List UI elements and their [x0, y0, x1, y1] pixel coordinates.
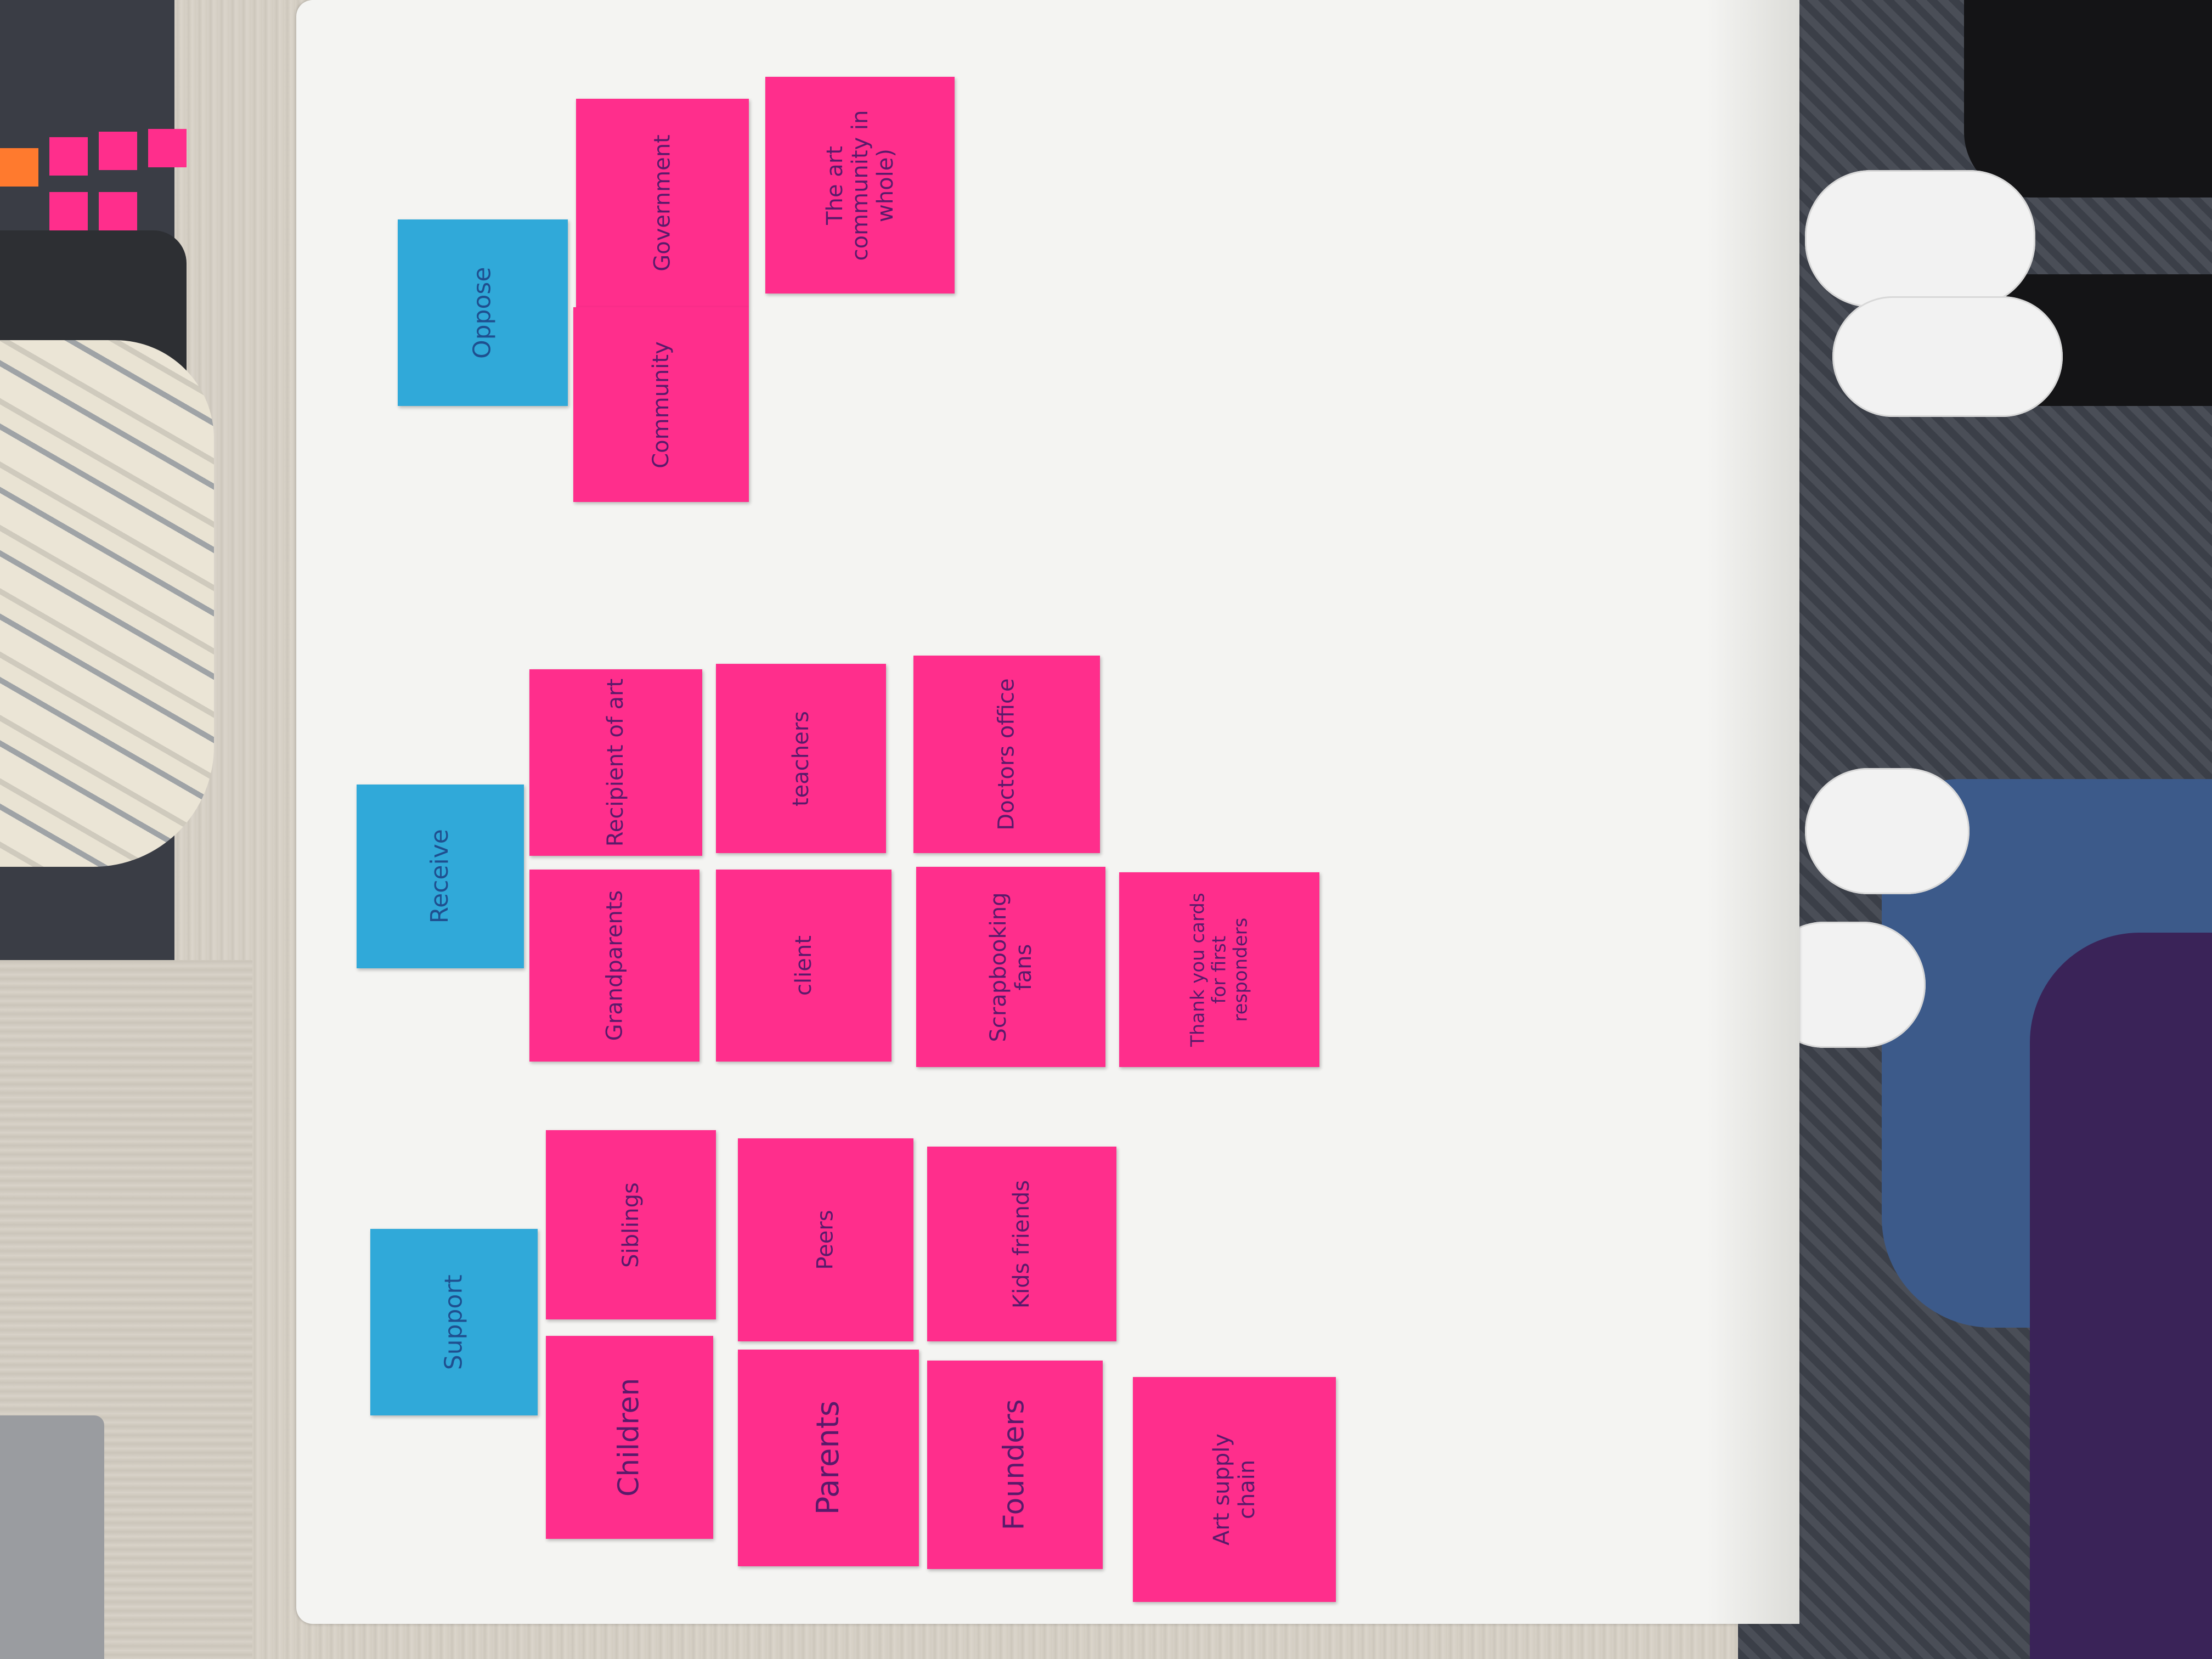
note-text: Grandparents [602, 890, 627, 1041]
sticky-note[interactable]: Government [576, 99, 749, 307]
sticky-note[interactable]: Siblings [546, 1130, 716, 1319]
metal-tray [0, 1415, 104, 1659]
sticky-note[interactable]: client [716, 870, 891, 1062]
person-clothing [2030, 933, 2212, 1659]
note-text: Support [439, 1274, 468, 1370]
header-note-receive[interactable]: Receive [357, 785, 524, 968]
sticky-note[interactable]: Founders [927, 1361, 1103, 1569]
sticky-note[interactable]: Peers [738, 1138, 913, 1341]
sticky-note[interactable]: teachers [716, 664, 886, 853]
note-text: Recipient of art [603, 678, 629, 847]
note-text: Doctors office [994, 678, 1019, 831]
person-leg [1964, 0, 2212, 198]
sticky-note[interactable]: Community [573, 307, 749, 502]
sneaker [1832, 296, 2063, 417]
blanket [0, 340, 214, 867]
note-text: Government [650, 134, 675, 272]
paper-roll-edge [1706, 0, 1799, 1624]
note-text: The art community in whole) [822, 110, 898, 261]
note-text: Children [612, 1378, 646, 1497]
background-sticky-notes [0, 126, 187, 247]
sneaker [1805, 170, 2035, 307]
note-text: Thank you cards for first responders [1186, 893, 1252, 1047]
note-text: Kids friends [1009, 1180, 1035, 1308]
note-text: Receive [426, 829, 454, 924]
sticky-note[interactable]: Kids friends [927, 1147, 1116, 1341]
sticky-note[interactable]: Parents [738, 1350, 919, 1566]
sticky-note[interactable]: Grandparents [529, 870, 699, 1062]
note-text: Art supply chain [1209, 1434, 1260, 1545]
header-note-support[interactable]: Support [370, 1229, 538, 1415]
sticky-note[interactable]: Recipient of art [529, 669, 702, 856]
sticky-note[interactable]: The art community in whole) [765, 77, 955, 294]
sticky-note[interactable]: Thank you cards for first responders [1119, 872, 1319, 1067]
note-text: Peers [812, 1210, 838, 1270]
sticky-note[interactable]: Doctors office [913, 656, 1100, 853]
note-text: Parents [810, 1401, 846, 1515]
note-text: Siblings [618, 1182, 644, 1268]
sneaker [1805, 768, 1970, 894]
note-text: Scrapbooking fans [985, 891, 1036, 1042]
note-text: client [791, 935, 816, 996]
note-text: Oppose [468, 267, 496, 359]
note-text: Founders [998, 1399, 1031, 1531]
sticky-note[interactable]: Scrapbooking fans [916, 867, 1105, 1067]
sticky-note[interactable]: Art supply chain [1133, 1377, 1336, 1602]
note-text: teachers [788, 710, 814, 806]
header-note-oppose[interactable]: Oppose [398, 219, 568, 406]
sticky-note[interactable]: Children [546, 1336, 713, 1539]
note-text: Community [648, 341, 674, 469]
